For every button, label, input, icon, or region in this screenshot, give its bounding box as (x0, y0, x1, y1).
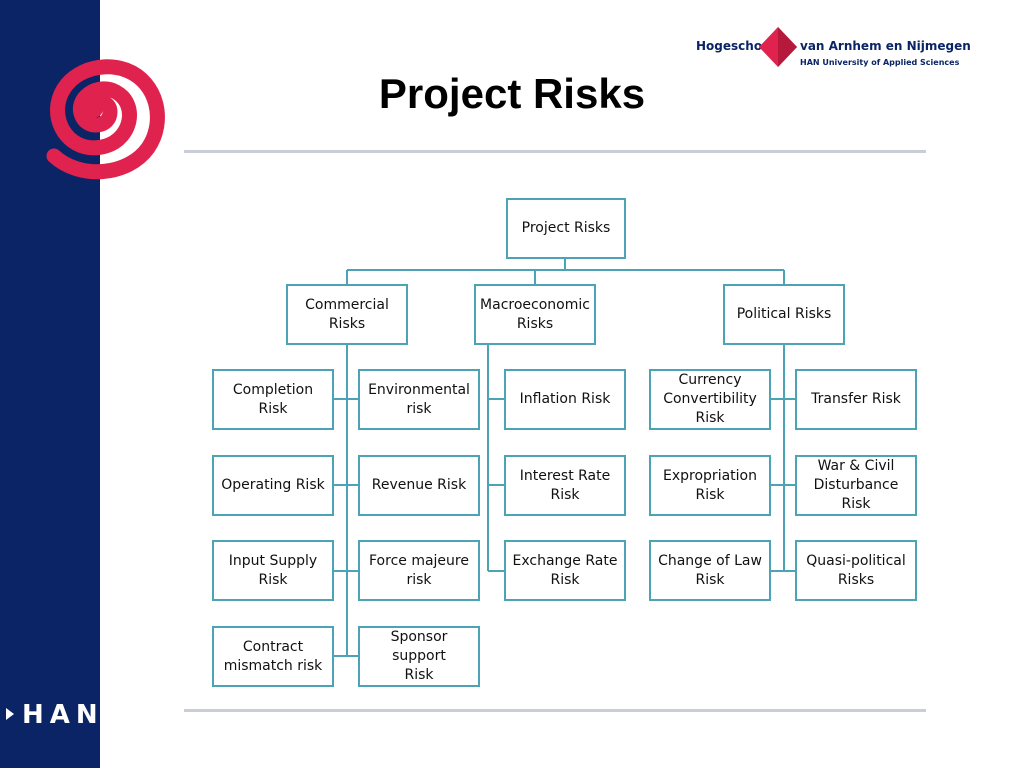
node-macroeconomic-risks: Macroeconomic Risks (474, 284, 596, 345)
node-revenue-risk: Revenue Risk (358, 455, 480, 516)
top-divider (184, 150, 926, 153)
node-inflation-risk: Inflation Risk (504, 369, 626, 430)
node-change-of-law-risk: Change of Law Risk (649, 540, 771, 601)
brand-tagline: HAN University of Applied Sciences (800, 58, 960, 67)
node-currency-convertibility-risk: Currency Convertibility Risk (649, 369, 771, 430)
brand-diamond-icon (759, 27, 797, 67)
node-war-civil-disturbance-risk: War & Civil Disturbance Risk (795, 455, 917, 516)
han-wordmark: HAN (6, 700, 104, 730)
han-swirl-logo-icon (46, 59, 165, 180)
connector-political-branches (771, 398, 797, 572)
page-title: Project Risks (378, 70, 646, 117)
node-project-risks: Project Risks (506, 198, 626, 259)
node-interest-rate-risk: Interest Rate Risk (504, 455, 626, 516)
node-quasi-political-risks: Quasi-political Risks (795, 540, 917, 601)
play-triangle-icon (6, 707, 14, 720)
node-completion-risk: Completion Risk (212, 369, 334, 430)
node-expropriation-risk: Expropriation Risk (649, 455, 771, 516)
connector-macro-branches (488, 398, 505, 572)
node-political-risks: Political Risks (723, 284, 845, 345)
brand-name-left: Hogeschool (696, 39, 775, 53)
node-contract-mismatch-risk: Contract mismatch risk (212, 626, 334, 687)
node-force-majeure-risk: Force majeure risk (358, 540, 480, 601)
node-operating-risk: Operating Risk (212, 455, 334, 516)
node-input-supply-risk: Input Supply Risk (212, 540, 334, 601)
node-environmental-risk: Environmental risk (358, 369, 480, 430)
bottom-divider (184, 709, 926, 712)
brand-name-right: van Arnhem en Nijmegen (800, 39, 971, 53)
node-exchange-rate-risk: Exchange Rate Risk (504, 540, 626, 601)
node-sponsor-support-risk: Sponsor support Risk (358, 626, 480, 687)
brand-logo: Hogeschool van Arnhem en Nijmegen HAN Un… (696, 26, 971, 72)
node-transfer-risk: Transfer Risk (795, 369, 917, 430)
node-commercial-risks: Commercial Risks (286, 284, 408, 345)
han-wordmark-text: HAN (22, 700, 104, 730)
connector-commercial-branches (334, 398, 359, 657)
